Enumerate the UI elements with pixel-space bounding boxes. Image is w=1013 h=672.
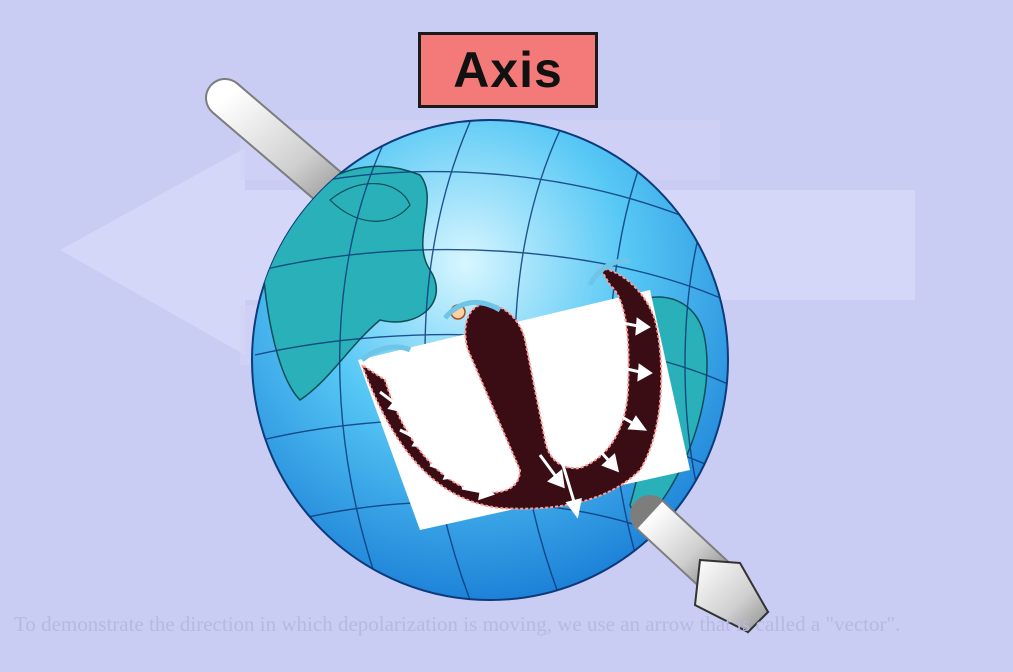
land-north-america xyxy=(261,165,437,401)
background-caption: To demonstrate the direction in which de… xyxy=(14,612,901,636)
myocardium-wall xyxy=(359,266,663,510)
land-greenland xyxy=(329,182,411,222)
axis-label-box: Axis xyxy=(418,32,598,108)
axis-arrowhead-icon xyxy=(630,495,770,634)
heart-section-icon xyxy=(359,258,663,519)
axis-label: Axis xyxy=(453,42,563,98)
depolarization-arrow-icon xyxy=(379,317,653,519)
